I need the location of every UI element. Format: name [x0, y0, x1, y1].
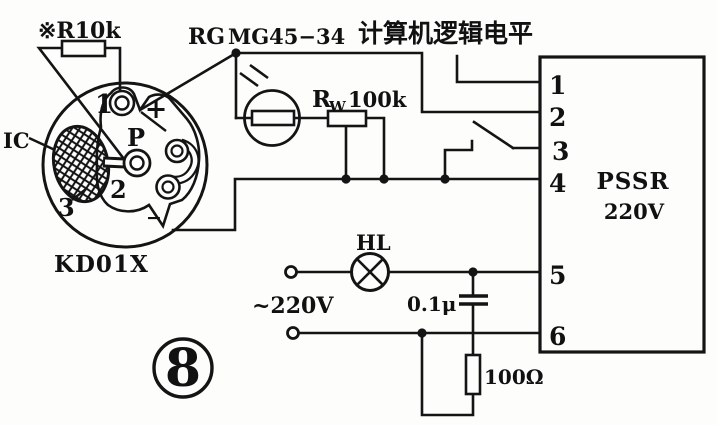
connector-chevron-line — [140, 111, 167, 132]
junction-dot — [341, 174, 351, 184]
pot-value-label: 100k — [348, 87, 407, 112]
connector-pin2-label: 2 — [110, 175, 127, 204]
ssr-pin-label-4: 4 — [549, 169, 566, 198]
pot-ref-sub-label: W — [328, 98, 347, 116]
sensor-connector-kd01x: 1 P 2 3 + − IC KD01X — [3, 81, 209, 278]
pot-ref-label: R — [312, 86, 332, 113]
junction-dot — [231, 48, 241, 58]
snubber-resistor-label: 100Ω — [484, 365, 544, 389]
ic-to-pin-p-bar-core — [104, 159, 125, 166]
ssr-outline — [538, 55, 706, 354]
r10k-label: ※R10k — [38, 18, 121, 44]
ic-pointer-line — [28, 136, 56, 152]
wire-switch-arm — [472, 120, 515, 150]
wire-r10k-left-diagonal — [36, 46, 126, 161]
ssr-rating-label: 220V — [604, 199, 665, 224]
figure-badge-circle — [152, 337, 214, 399]
rg-model-label: MG45−34 — [228, 24, 345, 49]
resistor-body — [60, 39, 107, 58]
junction-dots — [231, 48, 478, 338]
figure-number: 8 — [165, 338, 201, 399]
ssr-pin-label-3: 3 — [552, 137, 569, 166]
pin3-leader-line — [71, 188, 87, 201]
pot-body — [326, 109, 368, 128]
potentiometer-rw: R W 100k — [312, 86, 407, 128]
light-rays-icon — [239, 63, 269, 88]
ic-label: IC — [3, 128, 30, 153]
photoresistor-rg — [239, 63, 301, 147]
mains-supply: ~220V — [252, 265, 334, 340]
lamp-x-icon — [356, 258, 384, 286]
pin-1-pad-hole — [114, 95, 130, 111]
connector-plus-mark: + — [145, 94, 168, 125]
rg-ref-label: RG — [188, 24, 225, 50]
wire-main-bus — [171, 177, 542, 232]
mains-terminal-live — [284, 265, 298, 279]
wire-junction-to-ssr-pin2 — [234, 51, 542, 114]
connector-minus-mark: − — [146, 207, 162, 229]
logic-level-label: 计算机逻辑电平 — [358, 19, 533, 48]
indicator-lamp-hl: HL — [350, 230, 391, 292]
ssr-module-box: 1 2 3 4 5 6 PSSR 220V — [538, 55, 706, 354]
ssr-pin-label-2: 2 — [549, 103, 566, 132]
connector-outline — [41, 81, 209, 249]
junction-dot — [440, 174, 450, 184]
wire-plus-to-junction — [138, 51, 238, 112]
ssr-pin-label-6: 6 — [549, 322, 566, 351]
photoresistor-outline — [243, 89, 301, 147]
figure-number-badge: 8 — [152, 337, 214, 399]
pin-p-pad-hole — [129, 155, 145, 171]
connector-pin3-label: 3 — [58, 193, 75, 222]
pin-right-lower-hole — [161, 180, 175, 194]
photoresistor-body — [250, 109, 296, 127]
connector-pin1-label: 1 — [95, 90, 113, 120]
snubber-capacitor: 0.1μ — [407, 292, 488, 316]
wire-switch-branch — [443, 139, 474, 181]
junction-dot — [379, 174, 389, 184]
connector-model-label: KD01X — [54, 251, 149, 278]
bias-resistor-r10k: ※R10k — [38, 18, 121, 58]
right-pins-trace-core — [171, 140, 198, 183]
cap-value-label: 0.1μ — [407, 292, 456, 316]
mains-terminal-neutral — [286, 326, 300, 340]
ssr-name-label: PSSR — [596, 168, 669, 195]
connector-pinp-label: P — [127, 123, 145, 152]
wire-logic-to-ssr-pin1 — [455, 54, 542, 84]
top-annotation: RG MG45−34 计算机逻辑电平 — [188, 19, 533, 50]
junction-dot — [417, 328, 427, 338]
junction-dot — [468, 267, 478, 277]
snubber-resistor-body — [464, 353, 482, 396]
snubber-resistor-100ohm: 100Ω — [464, 353, 544, 396]
mains-label: ~220V — [252, 293, 334, 319]
pin-right-upper-hole — [170, 144, 184, 158]
ssr-pin-label-1: 1 — [549, 71, 566, 100]
ssr-pin-label-5: 5 — [549, 261, 566, 290]
wire-r10k-to-pin1 — [103, 46, 122, 94]
lamp-label: HL — [356, 230, 391, 255]
